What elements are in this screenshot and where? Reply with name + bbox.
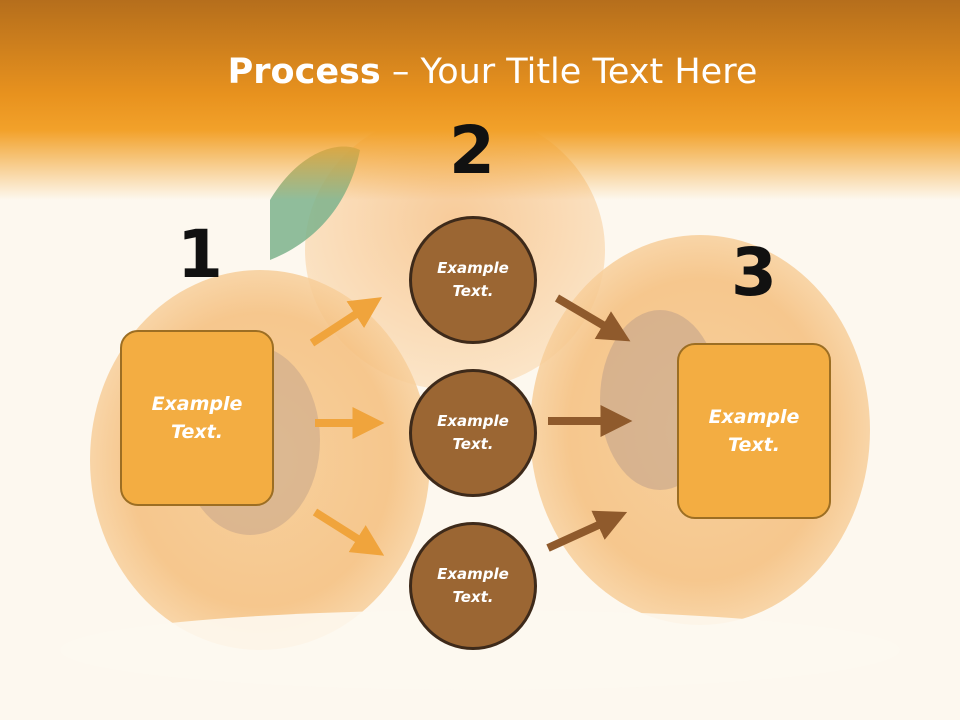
slide-title: Process – Your Title Text Here xyxy=(0,52,960,92)
circle-top: Example Text. xyxy=(409,216,537,344)
right-box-text: Example Text. xyxy=(708,405,800,457)
arrow-left-to-top xyxy=(309,297,383,347)
title-rest: – Your Title Text Here xyxy=(380,52,758,92)
step-number-2: 2 xyxy=(449,112,495,189)
left-box-text: Example Text. xyxy=(151,392,243,444)
step-number-3: 3 xyxy=(731,234,777,311)
circle-middle: Example Text. xyxy=(409,369,537,497)
right-box: Example Text. xyxy=(677,343,831,519)
circle-bottom: Example Text. xyxy=(409,522,537,650)
arrow-top-to-right xyxy=(554,294,631,342)
arrow-bottom-to-right xyxy=(546,510,628,552)
circle-top-text: Example Text. xyxy=(437,258,509,300)
step-number-1: 1 xyxy=(177,216,223,293)
arrow-left-to-bottom xyxy=(312,508,385,556)
circle-middle-text: Example Text. xyxy=(437,411,509,453)
title-header-band xyxy=(0,0,960,200)
left-box: Example Text. xyxy=(120,330,274,506)
circle-bottom-text: Example Text. xyxy=(437,564,509,606)
title-bold: Process xyxy=(227,52,381,92)
